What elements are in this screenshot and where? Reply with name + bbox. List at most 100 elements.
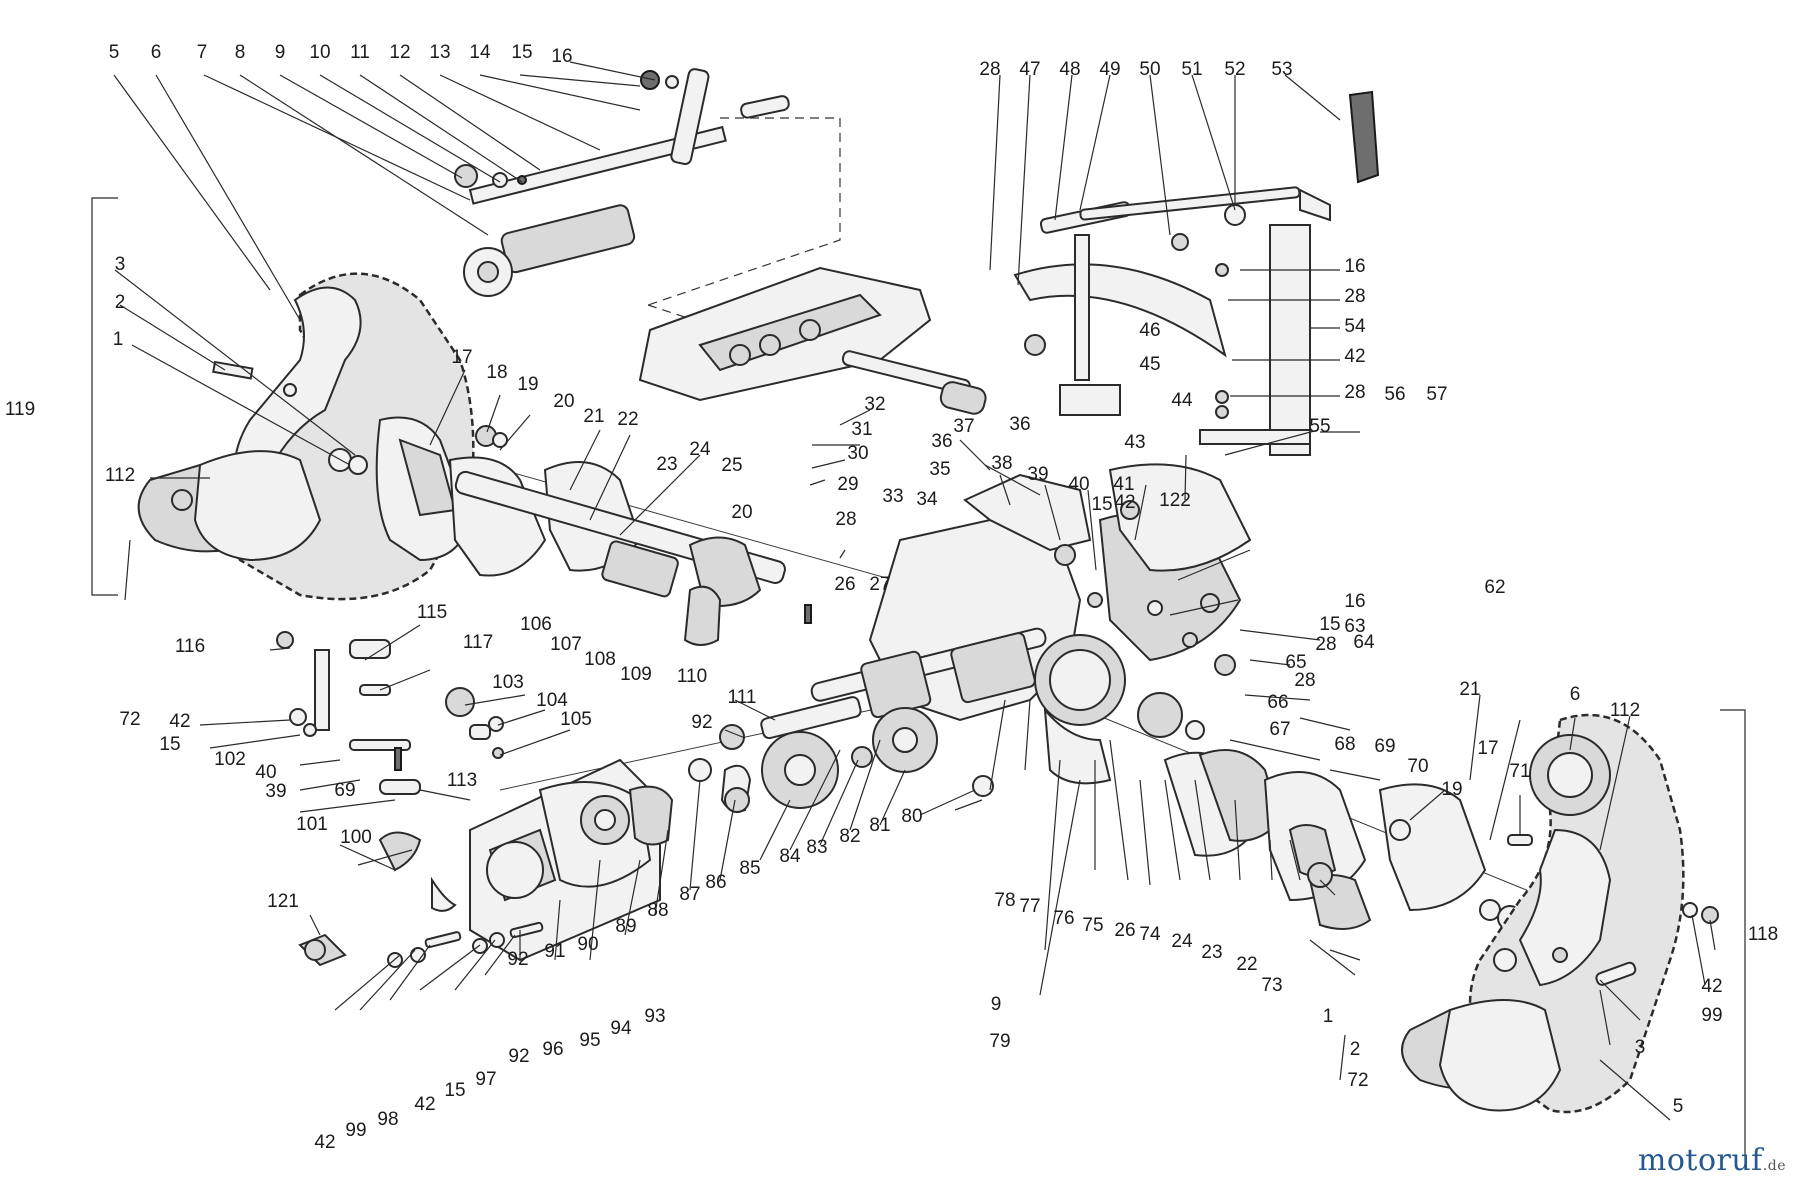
part-number-label: 115 — [417, 602, 447, 623]
part-number-label: 79 — [989, 1031, 1010, 1052]
part-number-label: 17 — [1477, 738, 1498, 759]
part-number-label: 36 — [1009, 414, 1030, 435]
part-number-label: 26 — [1114, 920, 1135, 941]
part-number-label: 21 — [583, 406, 604, 427]
part-number-label: 72 — [1347, 1070, 1368, 1091]
gear-lever-assembly — [1013, 90, 1380, 456]
part-number-label: 110 — [677, 666, 707, 687]
leader-lines — [113, 61, 1716, 1121]
diagram-artwork — [91, 61, 1746, 1155]
part-number-label: 95 — [579, 1030, 600, 1051]
part-number-label: 102 — [214, 749, 246, 770]
left-axle-housing — [375, 416, 812, 646]
part-number-label: 2 — [115, 292, 126, 313]
part-number-label: 99 — [345, 1120, 366, 1141]
part-number-label: 75 — [1082, 915, 1103, 936]
part-number-label: 22 — [617, 409, 638, 430]
part-number-label: 28 — [979, 59, 1000, 80]
part-number-label: 40 — [1068, 474, 1089, 495]
gear-shafts — [719, 627, 1047, 813]
part-number-label: 70 — [1407, 756, 1428, 777]
part-number-label: 93 — [644, 1006, 665, 1027]
part-number-label: 9 — [991, 994, 1002, 1015]
part-number-label: 83 — [806, 837, 827, 858]
part-number-label: 96 — [542, 1039, 563, 1060]
part-number-label: 78 — [994, 890, 1015, 911]
part-number-label: 8 — [235, 42, 246, 63]
part-number-label: 49 — [1099, 59, 1120, 80]
part-number-label: 88 — [647, 900, 668, 921]
front-gearbox-casing — [445, 687, 750, 962]
part-number-label: 6 — [1570, 684, 1581, 705]
part-number-label: 11 — [350, 42, 370, 63]
part-number-label: 116 — [175, 636, 205, 657]
part-number-label: 15 — [1091, 494, 1112, 515]
part-number-label: 119 — [5, 399, 35, 420]
part-number-label: 68 — [1334, 734, 1355, 755]
part-number-label: 6 — [151, 42, 162, 63]
part-number-label: 77 — [1019, 896, 1040, 917]
part-number-label: 15 — [1319, 614, 1340, 635]
part-number-label: 10 — [309, 42, 330, 63]
part-number-label: 112 — [1610, 700, 1640, 721]
part-number-label: 80 — [901, 806, 922, 827]
part-number-label: 81 — [869, 815, 890, 836]
part-number-label: 3 — [115, 254, 126, 275]
part-number-label: 94 — [610, 1018, 632, 1039]
right-wheel-assembly — [1401, 713, 1719, 1114]
group-bracket-left — [91, 197, 118, 596]
part-number-label: 66 — [1267, 692, 1288, 713]
part-number-label: 43 — [1124, 432, 1145, 453]
part-number-label: 22 — [1236, 954, 1257, 975]
part-number-label: 100 — [340, 827, 372, 848]
left-linkage — [276, 631, 544, 968]
part-number-label: 15 — [159, 734, 180, 755]
part-number-label: 107 — [550, 634, 582, 655]
part-number-label: 1 — [1323, 1006, 1334, 1027]
part-number-label: 99 — [1701, 1005, 1722, 1026]
part-number-label: 30 — [847, 443, 868, 464]
part-number-label: 122 — [1159, 490, 1191, 511]
watermark-tld: .de — [1762, 1158, 1786, 1174]
part-number-label: 65 — [1285, 652, 1306, 673]
part-number-label: 92 — [508, 1046, 529, 1067]
part-number-label: 76 — [1053, 908, 1074, 929]
part-number-label: 86 — [705, 872, 726, 893]
part-number-label: 111 — [728, 687, 757, 708]
part-number-label: 28 — [1294, 670, 1315, 691]
part-number-label: 17 — [451, 347, 472, 368]
part-number-label: 41 — [1113, 474, 1134, 495]
part-number-label: 16 — [1344, 256, 1365, 277]
part-number-label: 5 — [109, 42, 120, 63]
part-number-label: 40 — [255, 762, 276, 783]
part-number-label: 28 — [835, 509, 856, 530]
part-number-label: 28 — [1344, 382, 1365, 403]
part-number-label: 16 — [551, 46, 572, 67]
part-number-label: 46 — [1139, 320, 1160, 341]
part-number-label: 50 — [1139, 59, 1160, 80]
part-number-label: 14 — [469, 42, 491, 63]
part-number-label: 85 — [739, 858, 760, 879]
part-number-label: 45 — [1139, 354, 1160, 375]
brand-watermark: motoruf.de — [1638, 1143, 1786, 1178]
part-number-label: 121 — [267, 891, 299, 912]
part-number-label: 91 — [544, 941, 565, 962]
part-number-label: 98 — [377, 1109, 398, 1130]
part-number-label: 117 — [463, 632, 493, 653]
part-number-label: 42 — [1344, 346, 1365, 367]
part-number-label: 48 — [1059, 59, 1080, 80]
part-number-label: 90 — [577, 934, 598, 955]
part-number-label: 67 — [1269, 719, 1290, 740]
part-number-label: 42 — [314, 1132, 335, 1153]
part-number-label: 20 — [553, 391, 574, 412]
part-number-label: 15 — [511, 42, 532, 63]
watermark-brand: motoruf — [1637, 1143, 1763, 1178]
part-number-label: 28 — [1315, 634, 1336, 655]
part-number-label: 32 — [864, 394, 885, 415]
part-number-label: 113 — [447, 770, 477, 791]
part-number-label: 25 — [721, 455, 742, 476]
part-number-label: 64 — [1353, 632, 1375, 653]
part-number-label: 1 — [113, 329, 124, 350]
